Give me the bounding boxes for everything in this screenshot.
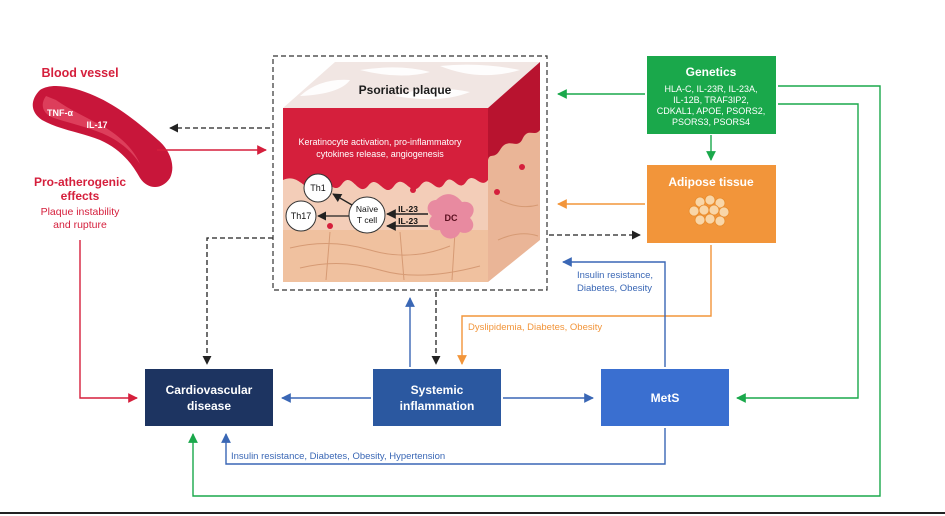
mets-box: MetS <box>601 369 729 426</box>
psoriatic-plaque-group: Psoriatic plaque Keratinocyte activation… <box>272 55 548 291</box>
insulin-resistance-label-line1: Insulin resistance, <box>577 270 653 281</box>
cytokine-dot <box>327 223 333 229</box>
mets-title: MetS <box>651 391 680 405</box>
blood-vessel-lumen <box>42 96 140 164</box>
genetics-to-mets-arrow <box>736 103 859 403</box>
cytokine-dot <box>519 164 525 170</box>
tnf-alpha-label: TNF-α <box>47 108 73 118</box>
systemic-line2: inflammation <box>400 399 475 413</box>
th1-cell <box>303 173 333 203</box>
cardiovascular-disease-box: Cardiovascular disease <box>145 369 273 426</box>
systemic-line1: Systemic <box>411 383 464 397</box>
th17-cell <box>285 200 317 232</box>
genetics-genes-line1: HLA-C, IL-23R, IL-23A, <box>664 84 757 94</box>
genetics-genes-line2: IL-12B, TRAF3IP2, <box>673 95 749 105</box>
plaque-epidermis-front <box>283 108 488 191</box>
plaque-to-cvd-arrow <box>202 237 273 365</box>
cytokine-dot <box>410 187 416 193</box>
dendritic-cell <box>427 194 474 239</box>
plaque-title: Psoriatic plaque <box>359 83 452 97</box>
il23-label-a: IL-23 <box>398 204 418 214</box>
plaque-epidermis-side <box>488 62 540 160</box>
cvd-line1: Cardiovascular <box>166 383 253 397</box>
plaque-dashed-frame <box>272 55 548 291</box>
th1-label: Th1 <box>310 183 326 193</box>
il17-label: IL-17 <box>86 120 107 130</box>
adipocyte-cluster-icon <box>688 194 730 227</box>
plaque-fat-lines <box>289 199 539 281</box>
bottom-rule <box>0 512 945 514</box>
cytokine-dot <box>494 189 500 195</box>
adipose-title: Adipose tissue <box>668 175 754 189</box>
bottom-risk-factors-label: Insulin resistance, Diabetes, Obesity, H… <box>231 451 445 462</box>
pro-atherogenic-title-line2: effects <box>61 189 100 203</box>
adipose-to-systemic-arrow <box>457 245 712 365</box>
il23-label-b: IL-23 <box>398 216 418 226</box>
plaque-instability-line2: and rupture <box>53 219 107 231</box>
dyslipidemia-label: Dyslipidemia, Diabetes, Obesity <box>468 322 602 333</box>
mets-to-cvd-arrow <box>221 428 666 465</box>
vessel-to-cvd-arrow <box>79 240 138 403</box>
mets-to-plaque-arrow <box>562 257 666 367</box>
adipose-tissue-box: Adipose tissue <box>647 165 776 243</box>
naive-t-cell <box>348 196 386 234</box>
plaque-scales <box>300 64 520 100</box>
genetics-genes-line4: PSORS3, PSORS4 <box>672 117 750 127</box>
plaque-description-line2: cytokines release, angiogenesis <box>316 149 444 159</box>
th17-label: Th17 <box>291 211 312 221</box>
naive-to-th1-arrow <box>332 193 353 206</box>
plaque-description-line1: Keratinocyte activation, pro-inflammator… <box>298 137 462 147</box>
plaque-fat-layer <box>283 230 488 282</box>
systemic-inflammation-box: Systemic inflammation <box>373 369 501 426</box>
cvd-line2: disease <box>187 399 231 413</box>
insulin-resistance-label-line2: Diabetes, Obesity <box>577 283 652 294</box>
pro-atherogenic-title-line1: Pro-atherogenic <box>34 175 126 189</box>
blood-vessel-title: Blood vessel <box>41 66 118 80</box>
naive-t-cell-line2: T cell <box>357 215 377 225</box>
genetics-box: Genetics HLA-C, IL-23R, IL-23A, IL-12B, … <box>647 56 776 134</box>
genetics-to-cvd-arrow <box>188 85 881 497</box>
dc-label: DC <box>445 213 458 223</box>
plaque-instability-line1: Plaque instability <box>41 206 121 218</box>
naive-t-cell-line1: Naïve <box>356 204 378 214</box>
blood-vessel-group: Blood vessel TNF-α IL-17 Pro-atherogenic… <box>32 66 173 231</box>
genetics-genes-line3: CDKAL1, APOE, PSORS2, <box>657 106 766 116</box>
genetics-title: Genetics <box>686 65 737 79</box>
